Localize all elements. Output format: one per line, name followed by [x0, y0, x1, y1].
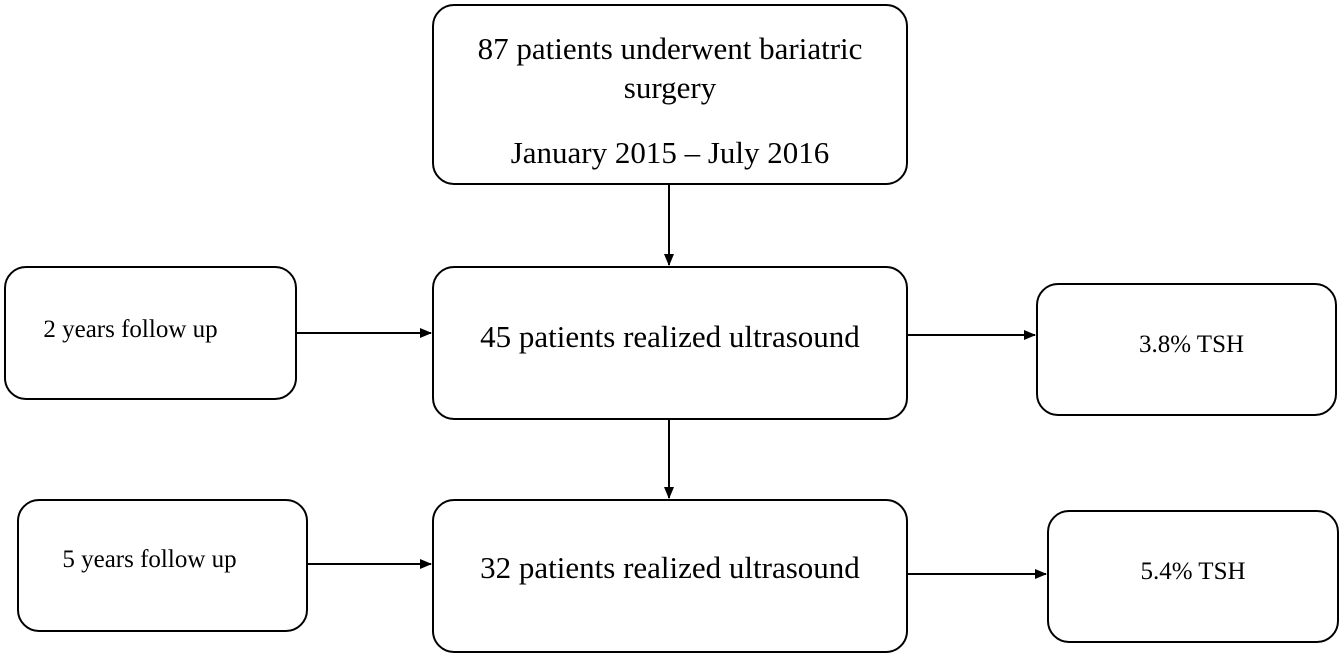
two-year-followup-box: 2 years follow up	[4, 266, 297, 400]
surgery-cohort-box: 87 patients underwent bariatric surgery …	[432, 4, 908, 185]
two-year-followup-label: 2 years follow up	[43, 316, 218, 343]
surgery-period: January 2015 – July 2016	[510, 134, 830, 170]
five-year-tsh-label: 5.4% TSH	[1140, 558, 1246, 585]
surgery-cohort-line-2: surgery	[623, 69, 717, 105]
five-year-ultrasound-label: 32 patients realized ultrasound	[480, 550, 860, 585]
two-year-tsh-label: 3.8% TSH	[1138, 331, 1245, 358]
two-year-ultrasound-label: 45 patients realized ultrasound	[480, 319, 860, 354]
surgery-cohort-line-1: 87 patients underwent bariatric	[477, 31, 863, 66]
two-year-ultrasound-box: 45 patients realized ultrasound	[432, 266, 908, 420]
five-year-followup-box: 5 years follow up	[17, 499, 308, 632]
two-year-tsh-box: 3.8% TSH	[1036, 283, 1337, 416]
five-year-ultrasound-box: 32 patients realized ultrasound	[432, 499, 908, 653]
five-year-tsh-box: 5.4% TSH	[1047, 510, 1339, 643]
five-year-followup-label: 5 years follow up	[62, 546, 237, 573]
